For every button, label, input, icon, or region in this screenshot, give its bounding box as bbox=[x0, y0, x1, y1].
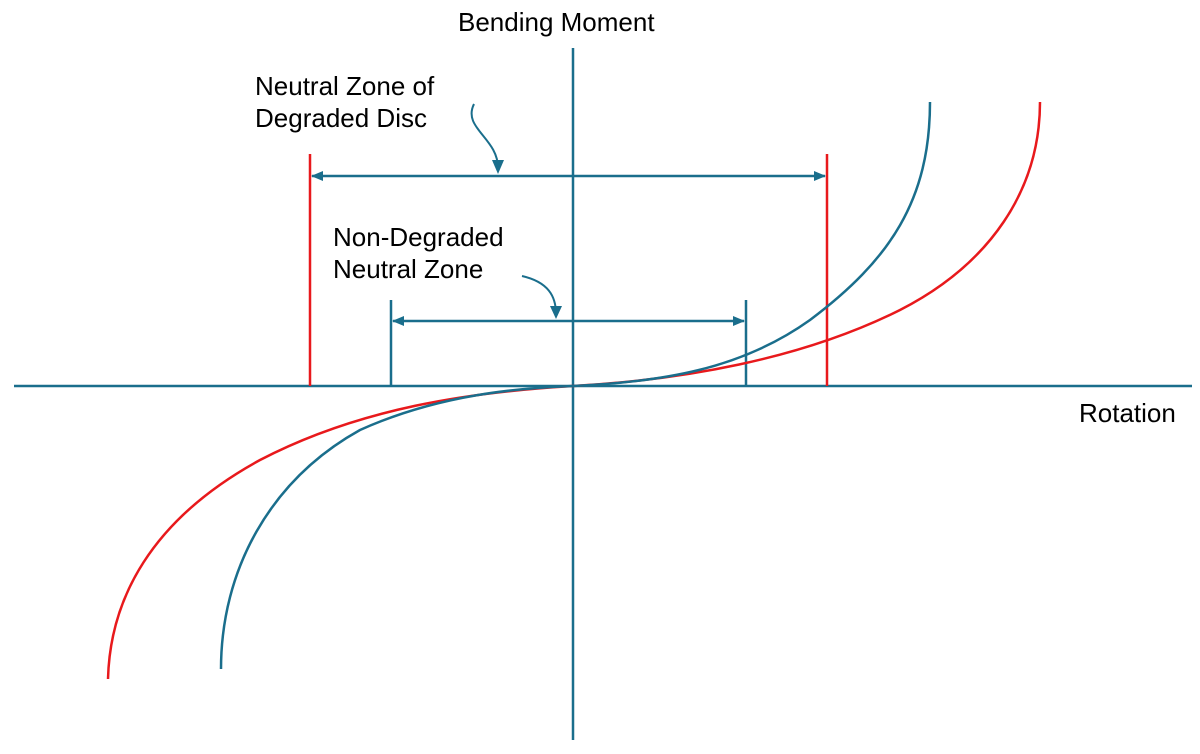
x-axis-label: Rotation bbox=[1079, 398, 1176, 428]
degraded-zone-leader bbox=[470, 103, 499, 169]
degraded-zone-label-line-2: Degraded Disc bbox=[255, 103, 427, 133]
non-degraded-disc-curve bbox=[219, 101, 932, 670]
nondegraded-zone-label-line-1: Non-Degraded bbox=[333, 222, 504, 252]
degraded-zone-leader-arrowhead bbox=[492, 160, 504, 174]
degraded-zone-label-line-1: Neutral Zone of bbox=[255, 71, 435, 101]
y-axis-label: Bending Moment bbox=[458, 7, 655, 37]
nondegraded-zone-label-line-2: Neutral Zone bbox=[333, 254, 484, 284]
degraded-zone-label: Neutral Zone of Degraded Disc bbox=[255, 70, 434, 134]
nondegraded-zone-label: Non-Degraded Neutral Zone bbox=[333, 221, 504, 285]
nondegraded-zone-leader-arrowhead bbox=[550, 306, 562, 319]
nondegraded-zone-leader bbox=[521, 275, 557, 315]
